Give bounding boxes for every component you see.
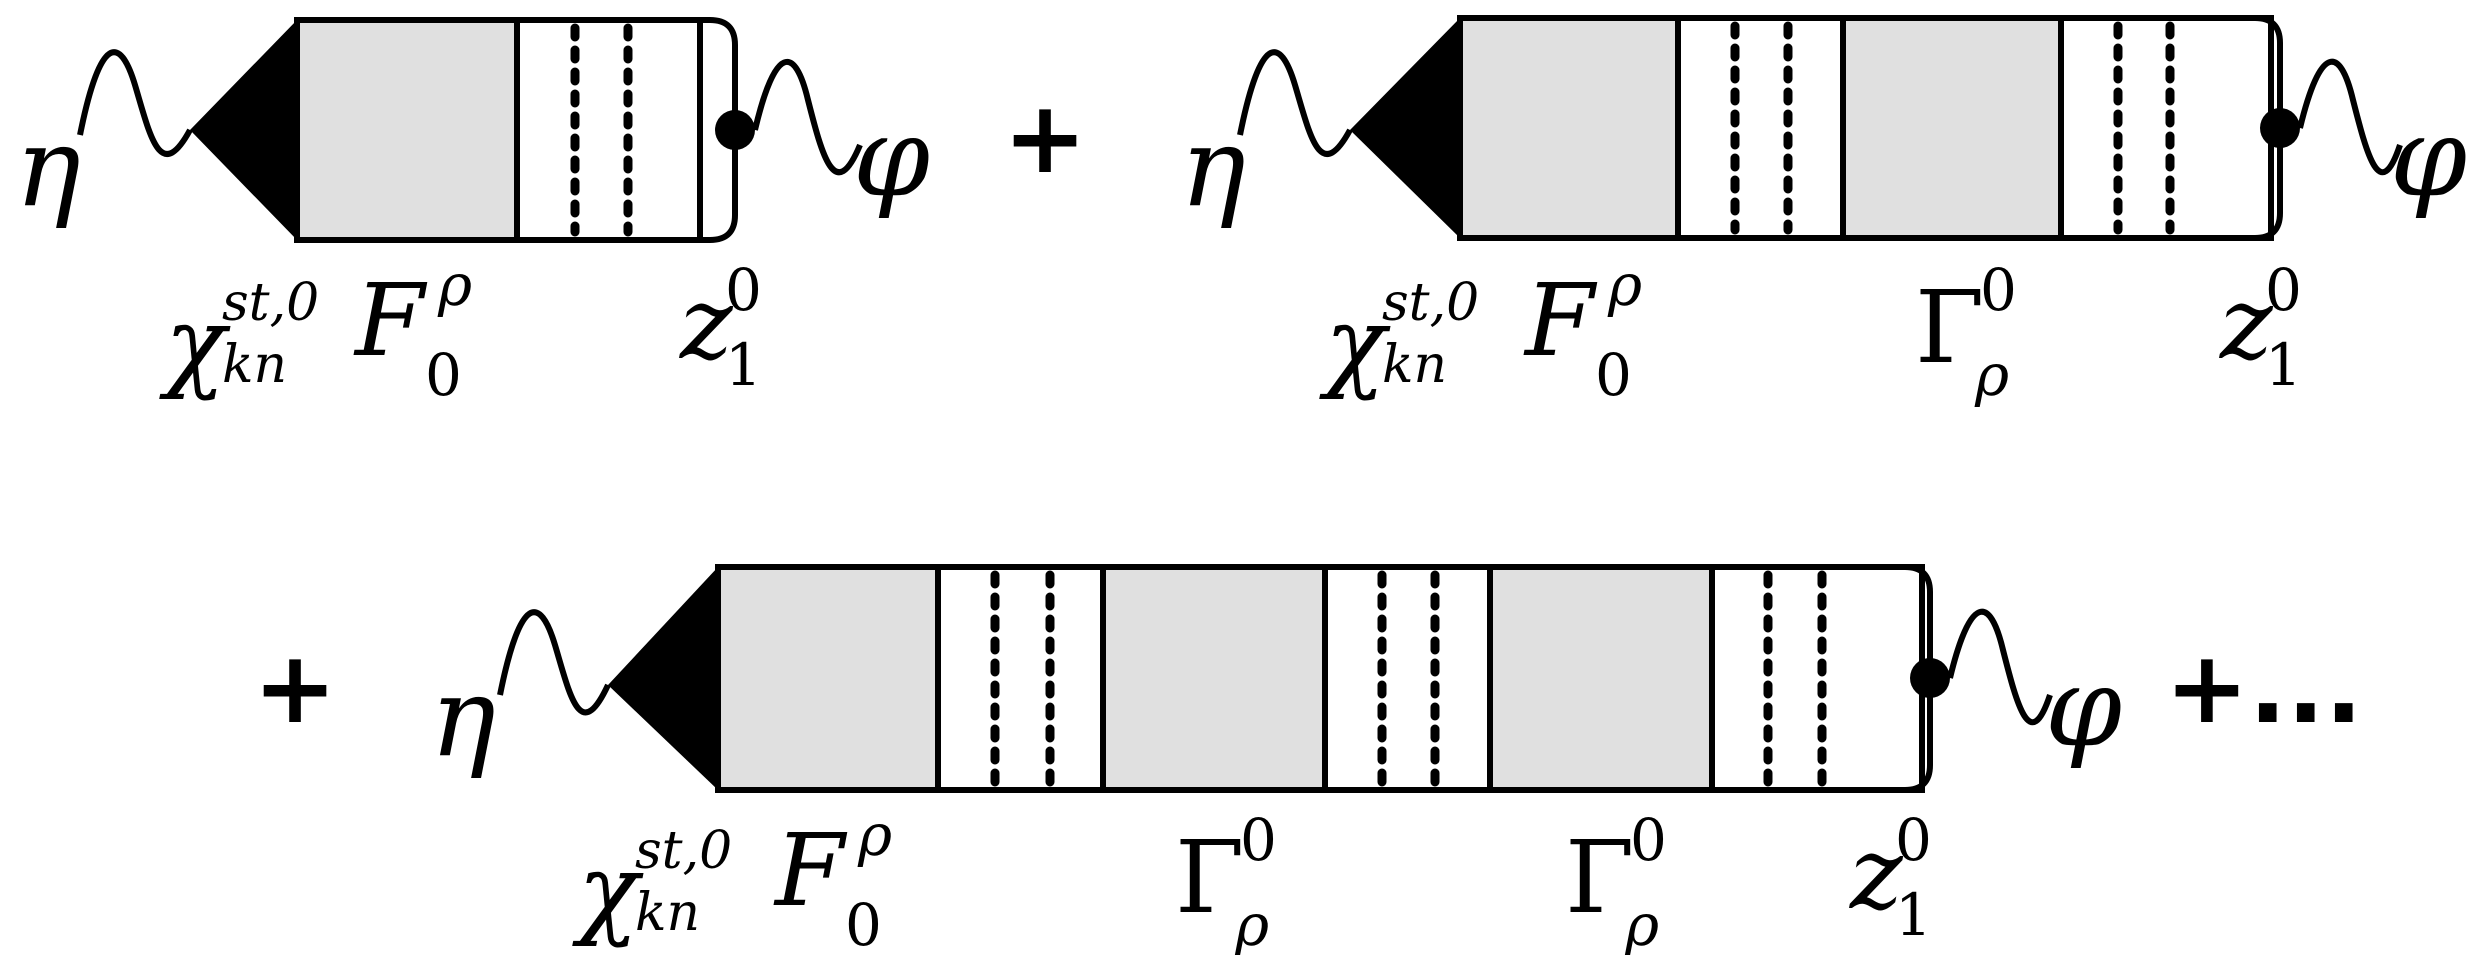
svg-text:ρ: ρ <box>1234 891 1269 955</box>
plus-ellipsis-operator: +... <box>2165 629 2363 746</box>
svg-text:χ: χ <box>1319 285 1391 402</box>
output-vertex-dot <box>1910 658 1950 698</box>
svg-text:F: F <box>353 262 428 379</box>
svg-text:ρ: ρ <box>857 801 892 869</box>
svg-text:st,0: st,0 <box>1382 273 1479 333</box>
svg-text:ρ: ρ <box>437 251 472 319</box>
svg-text:χ: χ <box>159 285 231 402</box>
svg-text:z: z <box>2219 265 2274 382</box>
svg-text:0: 0 <box>2265 256 2302 324</box>
Gamma-label: Γ 0 ρ <box>1915 256 2017 409</box>
output-vertex-dot <box>715 110 755 150</box>
ladder-block <box>1322 564 1493 793</box>
incoming-wavy-line <box>1237 49 1353 157</box>
plus-operator-1: + <box>1003 79 1087 196</box>
ladder-block <box>514 17 703 243</box>
F-label: F ρ 0 <box>773 801 892 955</box>
svg-text:0: 0 <box>725 256 762 324</box>
diagram-term-2: η φ χ st,0 kn F ρ 0 Γ 0 ρ z 0 <box>1180 15 2467 409</box>
svg-text:z: z <box>679 265 734 382</box>
ladder-block <box>1709 564 1925 793</box>
F-label: F ρ 0 <box>353 251 472 409</box>
eta-label: η <box>430 653 496 781</box>
z-label: z 0 1 <box>2219 256 2302 399</box>
z-label: z 0 1 <box>679 256 762 399</box>
svg-text:kn: kn <box>635 883 700 943</box>
svg-text:0: 0 <box>1240 806 1277 874</box>
vertex-triangle <box>1350 18 1460 238</box>
phi-label: φ <box>2045 643 2122 771</box>
svg-text:0: 0 <box>845 891 882 955</box>
eta-label: η <box>15 103 81 231</box>
vertex-triangle <box>608 567 718 790</box>
svg-text:1: 1 <box>1895 881 1932 949</box>
outgoing-wavy-line <box>2297 58 2403 175</box>
plus-operator-2: + <box>253 629 337 746</box>
shaded-block-F <box>294 17 520 243</box>
svg-text:kn: kn <box>222 335 287 395</box>
shaded-block-Gamma <box>1100 564 1328 793</box>
Gamma-label: Γ 0 ρ <box>1175 806 1277 955</box>
diagram-term-3: η φ χ st,0 kn F ρ 0 Γ 0 ρ <box>430 564 2122 955</box>
svg-text:z: z <box>1849 815 1904 932</box>
shaded-block-F <box>1457 15 1681 241</box>
svg-text:Γ: Γ <box>1915 269 1984 386</box>
chi-label: χ st,0 kn <box>1319 273 1479 402</box>
svg-text:0: 0 <box>1595 341 1632 409</box>
shaded-block-Gamma <box>1840 15 2064 241</box>
svg-text:0: 0 <box>1630 806 1667 874</box>
svg-text:0: 0 <box>1980 256 2017 324</box>
outgoing-wavy-line <box>1947 608 2053 725</box>
ladder-block <box>1675 15 1846 241</box>
phi-label: φ <box>2390 93 2467 221</box>
incoming-wavy-line <box>497 609 611 716</box>
Gamma-label: Γ 0 ρ <box>1565 806 1667 955</box>
svg-text:1: 1 <box>725 331 762 399</box>
chi-label: χ st,0 kn <box>159 273 319 402</box>
F-label: F ρ 0 <box>1523 251 1642 409</box>
svg-text:st,0: st,0 <box>635 821 732 881</box>
svg-text:st,0: st,0 <box>222 273 319 333</box>
svg-text:0: 0 <box>1895 806 1932 874</box>
eta-label: η <box>1180 103 1246 231</box>
svg-text:χ: χ <box>572 832 644 949</box>
z-label: z 0 1 <box>1849 806 1932 949</box>
svg-text:F: F <box>773 812 848 929</box>
svg-text:Γ: Γ <box>1175 819 1244 936</box>
chi-label: χ st,0 kn <box>572 821 732 949</box>
output-vertex-dot <box>2260 108 2300 148</box>
shaded-block-F <box>715 564 941 793</box>
svg-text:ρ: ρ <box>1624 891 1659 955</box>
outgoing-wavy-line <box>752 58 863 175</box>
svg-text:ρ: ρ <box>1607 251 1642 319</box>
svg-text:kn: kn <box>1382 335 1447 395</box>
svg-text:0: 0 <box>425 341 462 409</box>
vertex-triangle <box>190 20 297 240</box>
svg-text:1: 1 <box>2265 331 2302 399</box>
diagram-term-1: η φ χ st,0 kn F ρ 0 z 0 1 <box>15 17 930 409</box>
svg-text:ρ: ρ <box>1974 341 2009 409</box>
phi-label: φ <box>853 93 930 221</box>
svg-text:Γ: Γ <box>1565 819 1634 936</box>
ladder-block <box>935 564 1106 793</box>
shaded-block-Gamma <box>1487 564 1715 793</box>
incoming-wavy-line <box>77 49 193 157</box>
svg-text:F: F <box>1523 262 1598 379</box>
